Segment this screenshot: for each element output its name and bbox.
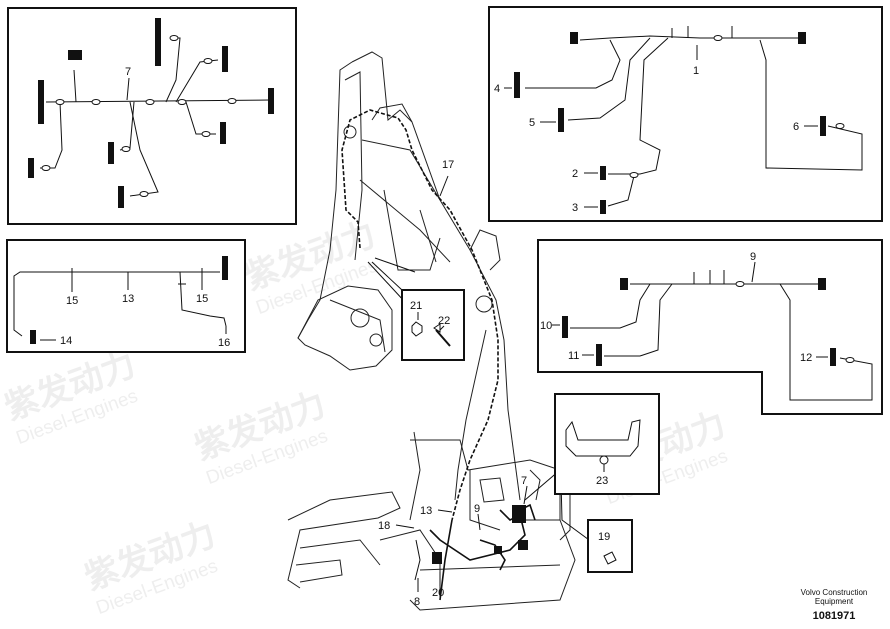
callout-1: 1 bbox=[693, 65, 699, 77]
boom-inner-line bbox=[344, 71, 363, 261]
arm-lower-edge bbox=[359, 179, 451, 263]
callout-22: 22 bbox=[438, 315, 450, 327]
callout-16: 16 bbox=[218, 337, 230, 349]
leader-21 bbox=[367, 261, 406, 303]
callout-18: 18 bbox=[378, 520, 390, 532]
frame-inner bbox=[469, 470, 501, 531]
boom-outline-back bbox=[351, 51, 513, 441]
callout-19: 19 bbox=[598, 531, 610, 543]
footer-block: Volvo Construction Equipment 1081971 bbox=[801, 588, 868, 622]
callout-5: 5 bbox=[529, 117, 535, 129]
harness-9-branch-10 bbox=[570, 283, 651, 329]
panel-harness-9: 9 10 11 12 bbox=[537, 239, 883, 415]
boom-foot bbox=[409, 431, 421, 521]
callout-13-main: 13 bbox=[420, 505, 432, 517]
harness-1-branch-2 bbox=[608, 37, 669, 175]
frame-side bbox=[559, 495, 571, 541]
harness-13-trunk bbox=[13, 271, 220, 337]
harness-1-trunk bbox=[579, 35, 800, 41]
frame-left bbox=[287, 491, 401, 589]
linkage-pin-small bbox=[369, 333, 383, 347]
harness-13-branch-16 bbox=[179, 271, 227, 327]
callout-10: 10 bbox=[540, 320, 552, 332]
callout-20: 20 bbox=[432, 587, 444, 599]
callout-4: 4 bbox=[494, 83, 500, 95]
connector-block bbox=[432, 505, 528, 564]
harness-9-branch-12 bbox=[779, 283, 873, 401]
harness-1-branch-5 bbox=[567, 37, 651, 121]
callout-15-left: 15 bbox=[66, 295, 78, 307]
frame-mid bbox=[379, 529, 441, 600]
callout-15-right: 15 bbox=[196, 293, 208, 305]
brand-line-2: Equipment bbox=[815, 597, 854, 606]
callout-14: 14 bbox=[60, 335, 72, 347]
harness-18-stub bbox=[414, 539, 421, 581]
harness-8-path bbox=[439, 519, 453, 601]
nut-21 bbox=[411, 321, 423, 337]
harness-17-path bbox=[341, 109, 499, 521]
callout-7-main: 7 bbox=[521, 475, 527, 487]
bolt-head-22 bbox=[433, 323, 441, 333]
watermark-tile: 紫发动力 Diesel-Engines bbox=[0, 344, 141, 449]
frame-bracket bbox=[529, 469, 541, 501]
callout-17: 17 bbox=[442, 159, 454, 171]
watermark-tile: 紫发动力 Diesel-Engines bbox=[239, 214, 380, 319]
callout-7-topleft: 7 bbox=[125, 66, 131, 78]
drawing-number: 1081971 bbox=[813, 610, 856, 622]
cylinder-body bbox=[454, 329, 487, 501]
cylinder-pin bbox=[475, 295, 493, 313]
callout-6: 6 bbox=[793, 121, 799, 133]
harness-1-branch-6 bbox=[759, 39, 863, 171]
cylinder-top bbox=[469, 229, 501, 271]
boom-base-edge bbox=[511, 439, 521, 501]
frame-box bbox=[479, 477, 505, 503]
bracket-23 bbox=[565, 419, 641, 457]
harness-7-branch-top bbox=[73, 69, 77, 103]
watermark-tile: 紫发动力 Diesel-Engines bbox=[189, 384, 330, 489]
harness-1-branch-4 bbox=[525, 39, 621, 89]
leader-21b bbox=[374, 257, 416, 273]
linkage-pin bbox=[350, 308, 370, 328]
frame-step bbox=[299, 539, 381, 566]
callout-2: 2 bbox=[572, 168, 578, 180]
arm-plate bbox=[383, 189, 441, 271]
detail-box-21-22: 21 22 bbox=[371, 261, 465, 361]
callout-23: 23 bbox=[596, 475, 608, 487]
callout-21: 21 bbox=[410, 300, 422, 312]
frame-lower-edge bbox=[419, 564, 561, 571]
linkage-outline bbox=[297, 285, 393, 371]
callout-3: 3 bbox=[572, 202, 578, 214]
arm-rib bbox=[419, 209, 437, 263]
harness-9-path bbox=[429, 509, 526, 561]
panel-harness-13: 15 13 15 14 16 bbox=[6, 239, 246, 353]
linkage-rod bbox=[329, 299, 386, 353]
bolt-22 bbox=[435, 329, 451, 347]
brand-line-1: Volvo Construction bbox=[801, 588, 868, 597]
boom-pin bbox=[343, 125, 357, 139]
boom-pivot bbox=[371, 103, 413, 123]
callout-12: 12 bbox=[800, 352, 812, 364]
callout-8: 8 bbox=[414, 596, 420, 608]
arm-upper-edge bbox=[361, 139, 441, 201]
callout-13-panel: 13 bbox=[122, 293, 134, 305]
callout-9-main: 9 bbox=[474, 503, 480, 515]
watermark-tile: 紫发动力 Diesel-Engines bbox=[79, 514, 220, 619]
panel-harness-1: 1 4 5 6 2 3 bbox=[488, 6, 883, 222]
frame-step-2 bbox=[295, 559, 343, 583]
panel-harness-7: 7 bbox=[7, 7, 297, 225]
frame-right bbox=[409, 519, 576, 611]
callout-11: 11 bbox=[568, 350, 579, 362]
detail-box-23: 23 bbox=[554, 393, 660, 495]
harness-1-branch-3 bbox=[607, 175, 635, 207]
detail-box-19: 19 bbox=[587, 519, 633, 573]
main-callouts: 17 7 9 13 18 20 8 bbox=[378, 159, 528, 608]
harness-9-branch-11 bbox=[604, 283, 673, 357]
part-19 bbox=[603, 551, 617, 565]
callout-9-panel: 9 bbox=[750, 251, 756, 263]
